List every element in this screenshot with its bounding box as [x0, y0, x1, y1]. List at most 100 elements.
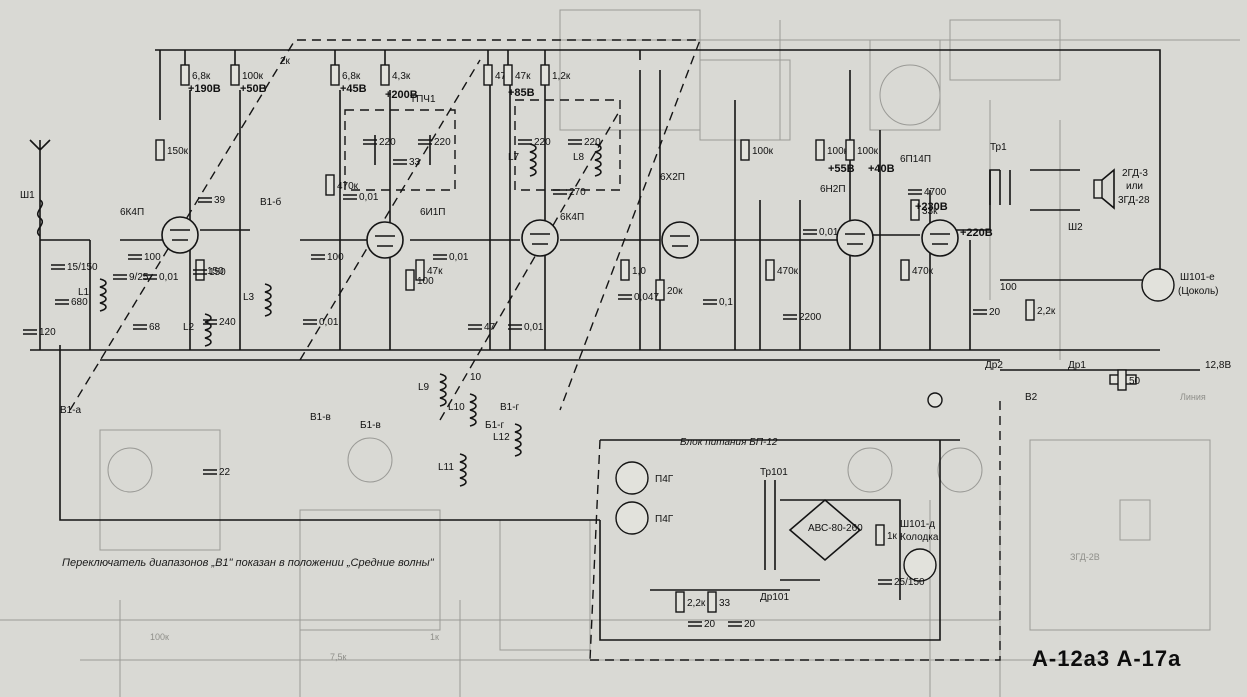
resistor-body [330, 64, 340, 86]
resistor-label: 2,2к [1037, 306, 1056, 317]
resistor-label: 6,8к [342, 71, 361, 82]
choke-label-dr1: Др1 [1068, 360, 1086, 371]
sh1-label: Ш1 [20, 190, 35, 201]
resistor-label: 100к [752, 146, 774, 157]
power-block-title: Блок питания БП-12 [680, 437, 778, 448]
capacitor-symbol [973, 309, 987, 315]
capacitor-label: 33 [409, 157, 421, 168]
resistor-body [900, 259, 910, 281]
misc-label: 10 [470, 372, 482, 383]
coil-symbol [264, 283, 272, 317]
resistor-body [815, 139, 825, 161]
capacitor-label: 0,01 [359, 192, 379, 203]
switch-linkages [69, 39, 1001, 661]
capacitor-label: 0,01 [524, 322, 544, 333]
capacitor-symbol [193, 269, 207, 275]
tube-6k4p-2: 6К4П [521, 212, 584, 257]
resistor-label: 1,2к [552, 71, 571, 82]
capacitor-symbol [51, 264, 65, 270]
transistor-label: П4Г [655, 514, 674, 525]
capacitor-label: 240 [219, 317, 236, 328]
capacitor-label: 100 [144, 252, 161, 263]
resistor-label: 20к [667, 286, 683, 297]
capacitor-label: 20 [744, 619, 756, 630]
resistor-label: 470к [912, 266, 934, 277]
resistor-label: 150 [207, 266, 224, 277]
coil-label: L7 [508, 152, 520, 163]
svg-text:100к: 100к [150, 632, 169, 642]
tr1-label: Тр1 [990, 142, 1007, 153]
coil-symbol [469, 393, 477, 427]
resistor-label: 33к [922, 206, 938, 217]
resistor-label: 6,8к [192, 71, 211, 82]
speaker-label-1: 2ГД-3 [1122, 168, 1148, 179]
transistor-icon [615, 501, 649, 535]
resistor-body [707, 591, 717, 613]
resistor-body [875, 524, 885, 546]
capacitor-label: 22 [219, 467, 231, 478]
resistor-label: 470к [777, 266, 799, 277]
ghost-bleed-layer: 100к 7,5к 1к ЗГД-2В Линия [0, 9, 1240, 697]
tpch1-label: ТПЧ1 [410, 94, 436, 105]
speaker-label-2: или [1126, 181, 1143, 192]
capacitor-label: 100 [327, 252, 344, 263]
capacitor-symbol [198, 197, 212, 203]
capacitor-label: 25/150 [894, 577, 925, 588]
capacitor-symbol [133, 324, 147, 330]
capacitor-symbol [508, 324, 522, 330]
tube-6x2p: 6Х2П [660, 172, 699, 259]
capacitor-label: 15/150 [67, 262, 98, 273]
sh2-label: Ш2 [1068, 222, 1083, 233]
coil-symbol [99, 278, 107, 312]
resistor-body [503, 64, 513, 86]
capacitor-symbol [418, 139, 432, 145]
tr101-label: Тр101 [760, 467, 788, 478]
output-transformer-tr1: Тр1 [989, 142, 1011, 205]
tube-6i1p: 6И1П [366, 207, 446, 259]
capacitor-label: 0,01 [159, 272, 179, 283]
capacitor-label: 47 [484, 322, 496, 333]
capacitor-label: 220 [434, 137, 451, 148]
resistor-body [155, 139, 165, 161]
resistor-label: 100 [417, 276, 434, 287]
resistor-label: 100к [242, 71, 264, 82]
sh101e-label: Ш101-е [1180, 272, 1215, 283]
resistor-label: 50 [1129, 376, 1141, 387]
resistor-body [415, 259, 425, 281]
resistor-body [765, 259, 775, 281]
supply-line: 12,8В Др2 Др1 Др101 [760, 360, 1231, 603]
voltage-layer: +190В+50В+45В+200В+85В+55В+40В+230В+220В [188, 83, 993, 239]
choke-label-dr2: Др2 [985, 360, 1003, 371]
misc-label: 100 [1000, 282, 1017, 293]
misc-label: Б1-в [360, 420, 381, 431]
svg-text:ЗГД-2В: ЗГД-2В [1070, 552, 1100, 562]
supply-voltage-label: 12,8В [1205, 360, 1231, 371]
resistor-body [1117, 369, 1127, 391]
switch-label: В1-г [500, 402, 520, 413]
tube-label: 6К4П [120, 207, 144, 218]
model-code: A-12a3 A-17a [1032, 646, 1182, 671]
svg-text:7,5к: 7,5к [330, 652, 347, 662]
coil-label: L8 [573, 152, 585, 163]
connector-sh2: Ш2 [1068, 222, 1083, 233]
power-supply-block: Блок питания БП-12 П4Г П4Г Тр101 АВС-80-… [615, 437, 863, 570]
switch-position-note: Переключатель диапазонов „В1" показан в … [62, 557, 434, 569]
sh101d-label: Ш101-д [900, 519, 935, 530]
voltage-label: +50В [240, 83, 267, 95]
capacitor-label: 2200 [799, 312, 822, 323]
speaker-label-3: 3ГД-28 [1118, 195, 1150, 206]
capacitor-symbol [128, 254, 142, 260]
coil-label: L2 [183, 322, 195, 333]
main-wiring [30, 49, 1200, 641]
resistor-label: 1,0 [632, 266, 646, 277]
capacitor-symbol [363, 139, 377, 145]
capacitor-label: 120 [39, 327, 56, 338]
resistor-body [405, 269, 415, 291]
capacitor-label: 0,01 [319, 317, 339, 328]
misc-label: 2к [280, 56, 291, 67]
capacitor-symbol [23, 329, 37, 335]
